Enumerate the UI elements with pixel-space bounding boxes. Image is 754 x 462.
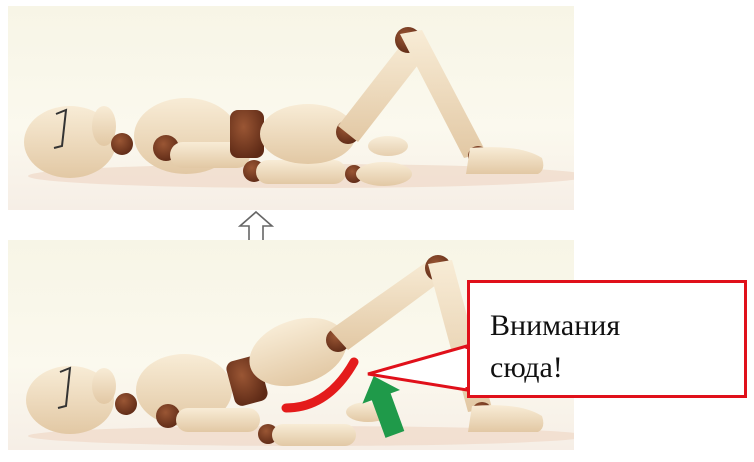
foot — [468, 405, 543, 432]
callout-line-2: сюда! — [490, 351, 563, 384]
waist-joint — [230, 110, 264, 158]
upper-arm — [176, 408, 260, 432]
illustration-resting — [8, 6, 574, 210]
foot — [466, 147, 543, 174]
callout-line-1: Внимания — [490, 309, 620, 342]
callout-text: Внимания сюда! — [490, 305, 730, 389]
shin — [400, 30, 486, 158]
attention-callout: Внимания сюда! — [467, 280, 747, 398]
forearm — [272, 424, 356, 446]
neck-joint — [111, 133, 133, 155]
hand — [356, 162, 412, 186]
mannequin-resting-figure — [8, 6, 574, 210]
